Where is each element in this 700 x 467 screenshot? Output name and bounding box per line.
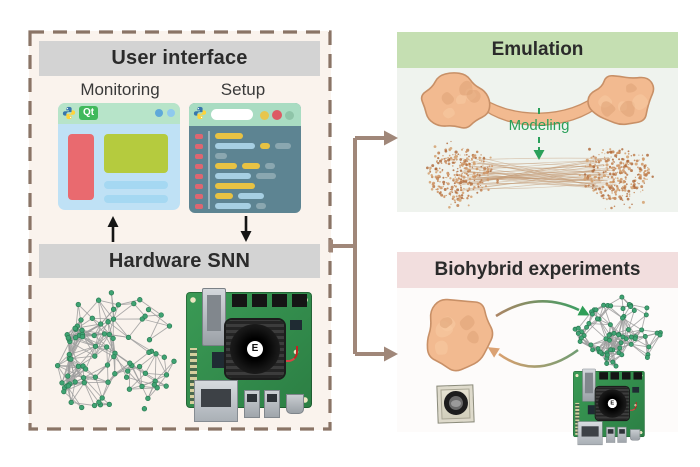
code-token — [215, 193, 233, 199]
ethernet-port — [194, 380, 238, 422]
emulation-header: Emulation — [397, 32, 678, 68]
usb-port — [244, 390, 260, 418]
camera-lens-icon — [443, 390, 469, 416]
code-token — [215, 183, 255, 189]
code-token — [242, 163, 260, 169]
usb-port — [617, 426, 627, 443]
code-token — [215, 153, 227, 159]
monitoring-bar — [104, 195, 168, 203]
address-pill — [211, 109, 253, 120]
monitoring-red-panel — [68, 134, 94, 200]
biohybrid-canvas: E — [397, 288, 678, 446]
monitoring-titlebar: Qt — [58, 103, 180, 124]
code-token — [215, 143, 255, 149]
chip — [587, 405, 595, 415]
window-dot-icon — [167, 109, 175, 117]
branch-arrows-icon — [329, 130, 398, 362]
fan-logo: E — [607, 398, 617, 409]
user-interface-header: User interface — [39, 41, 320, 76]
code-token — [215, 203, 251, 209]
code-token — [238, 193, 264, 199]
code-token — [215, 173, 251, 179]
window-dot-green-icon — [285, 111, 294, 120]
code-marker — [195, 164, 203, 169]
snn-network-graph — [54, 290, 177, 412]
chip — [632, 386, 640, 393]
sfp-cage — [582, 368, 596, 402]
cycle-arrows-icon — [487, 300, 590, 368]
code-token — [275, 143, 291, 149]
chip — [212, 352, 224, 368]
code-token — [256, 203, 266, 209]
monitoring-label: Monitoring — [80, 80, 160, 99]
fpga-board-small-slot: E — [573, 368, 647, 447]
window-dot-icon — [155, 109, 163, 117]
camera-sensor-chip — [436, 384, 475, 424]
modeling-label: Modeling — [508, 117, 570, 134]
window-dot-yellow-icon — [260, 111, 269, 120]
monitoring-plot-panel — [104, 134, 168, 173]
chip — [290, 320, 302, 330]
qt-logo: Qt — [79, 106, 98, 120]
emulation-illustration — [420, 72, 655, 210]
biohybrid-illustration — [426, 294, 663, 372]
code-token — [256, 173, 276, 179]
fpga-board-small: E — [573, 368, 645, 446]
setup-label: Setup — [220, 80, 266, 99]
biohybrid-header: Biohybrid experiments — [397, 252, 678, 288]
monitoring-window: Qt — [58, 103, 180, 210]
header-strip — [575, 402, 580, 435]
hdmi-port — [286, 394, 304, 414]
red-wire — [630, 401, 637, 411]
code-token — [215, 133, 243, 139]
organoid — [426, 298, 494, 372]
code-marker — [195, 144, 203, 149]
code-token — [265, 163, 275, 169]
organoid-dumbbell — [420, 72, 655, 129]
code-marker — [195, 174, 203, 179]
arrow-up-icon — [107, 216, 119, 242]
setup-window — [189, 103, 301, 213]
python-icon — [193, 106, 207, 120]
usb-port — [264, 390, 280, 418]
emulation-canvas: Modeling — [397, 68, 678, 212]
arrow-down-icon — [240, 216, 252, 242]
code-token — [260, 143, 270, 149]
code-marker — [195, 204, 203, 209]
monitoring-bar — [104, 181, 168, 189]
code-token — [215, 163, 237, 169]
fan-logo: E — [247, 341, 263, 357]
hdmi-port — [630, 429, 641, 441]
sfp-cage — [202, 288, 226, 346]
code-marker — [195, 194, 203, 199]
modeling-arrow-icon — [533, 108, 545, 160]
code-marker — [195, 154, 203, 159]
usb-port — [606, 426, 616, 443]
snn-network-graph-small — [572, 294, 663, 369]
hardware-snn-header: Hardware SNN — [39, 244, 320, 278]
window-dot-red-icon — [272, 110, 282, 120]
pin-connectors — [232, 294, 308, 307]
code-gutter-divider — [208, 131, 210, 209]
python-icon — [62, 106, 76, 120]
simulated-fiber-network — [426, 140, 654, 210]
code-marker — [195, 134, 203, 139]
ethernet-port — [577, 421, 603, 446]
pin-connectors — [599, 372, 643, 380]
setup-titlebar — [189, 103, 301, 126]
code-marker — [195, 184, 203, 189]
fpga-board: E — [186, 288, 312, 422]
